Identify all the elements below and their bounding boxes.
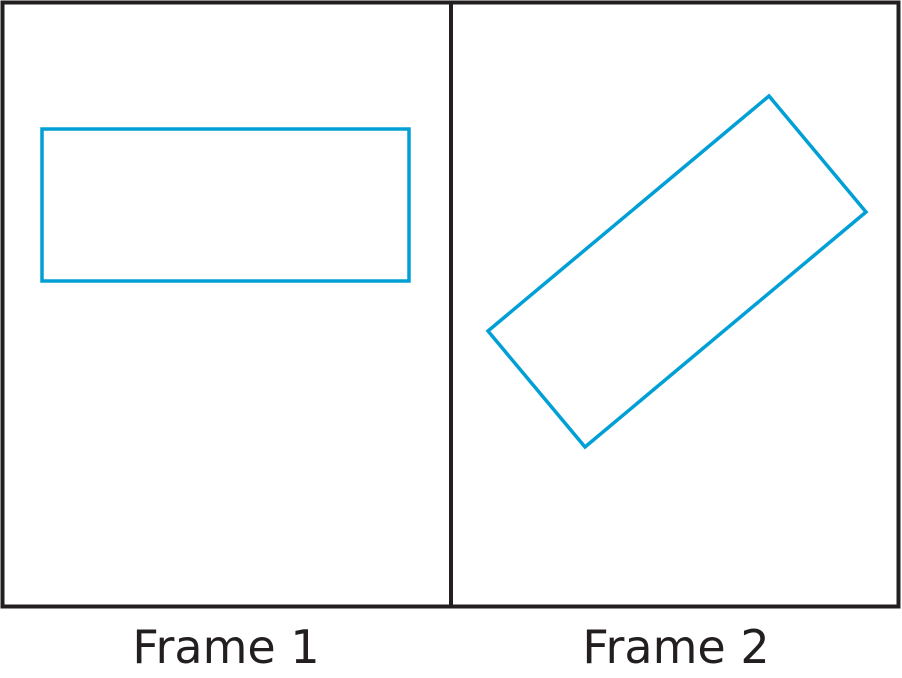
frame2-rotated-rectangle (485, 93, 869, 450)
frame1-label: Frame 1 (132, 620, 320, 674)
frame2-label: Frame 2 (582, 620, 770, 674)
frame1-rectangle (40, 127, 411, 283)
frames-diagram (0, 0, 901, 609)
